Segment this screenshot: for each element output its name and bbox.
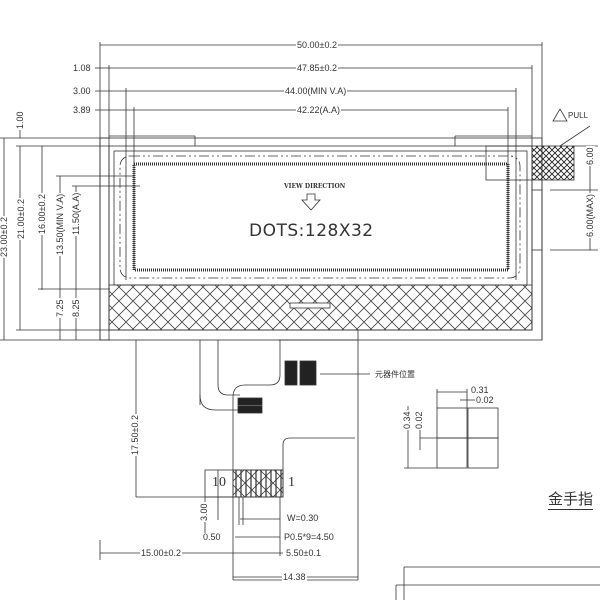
dim-viewing-area-width: 44.00(MIN V.A) [284,86,348,96]
dim-viewing-area-height: 13.50(MIN V.A) [55,192,65,256]
dim-pad-detail-height: 0.34 [402,410,412,430]
component-location-label: 元器件位置 [375,370,415,379]
dim-pin-edge: 0.50 [202,532,222,542]
dim-glass-width: 47.85±0.2 [296,63,338,73]
gold-finger-title: 金手指 [548,490,594,510]
view-direction-label: VIEW DIRECTION [284,183,346,190]
dim-pad-width: 5.50±0.1 [285,548,322,558]
dim-pad-length: 3.00 [199,502,209,522]
dim-fpc-offset: 15.00±0.2 [140,548,182,558]
dim-active-area-height: 11.50(A.A) [71,191,81,236]
dim-pin-width: W=0.30 [286,513,320,523]
dim-inner-height: 16.00±0.2 [37,193,47,235]
dim-fpc-length: 17.50±0.2 [130,414,140,456]
dim-overall-width: 50.00±0.2 [296,40,338,50]
pin-label-last: 10 [212,475,226,490]
dim-offset-2: 3.00 [72,86,92,96]
dim-aa-offset: 8.25 [71,298,81,318]
dim-overall-height: 23.00±0.2 [0,216,9,258]
pin-label-first: 1 [288,475,295,490]
dim-glass-height: 21.00±0.2 [16,198,26,240]
dim-tab-max: 6.00(MAX) [585,192,595,238]
dim-active-area-width: 42.22(A.A) [296,105,342,115]
dim-offset-3: 3.89 [72,105,92,115]
dim-pad-detail-gap-h: 0.02 [475,395,495,405]
dim-offset-1: 1.08 [72,63,92,73]
dim-top-offset: 1.00 [15,110,25,130]
dim-pad-detail-width: 0.31 [470,385,490,395]
display-resolution-label: DOTS:128X32 [249,221,374,241]
pull-label: PULL [568,111,589,120]
dim-va-offset: 7.25 [55,298,65,318]
dim-tab-height: 6.00 [585,146,595,166]
dim-pitch: P0.5*9=4.50 [283,532,335,542]
dim-pad-detail-gap-v: 0.02 [414,410,424,430]
dim-fpc-width: 14.38 [282,572,307,582]
